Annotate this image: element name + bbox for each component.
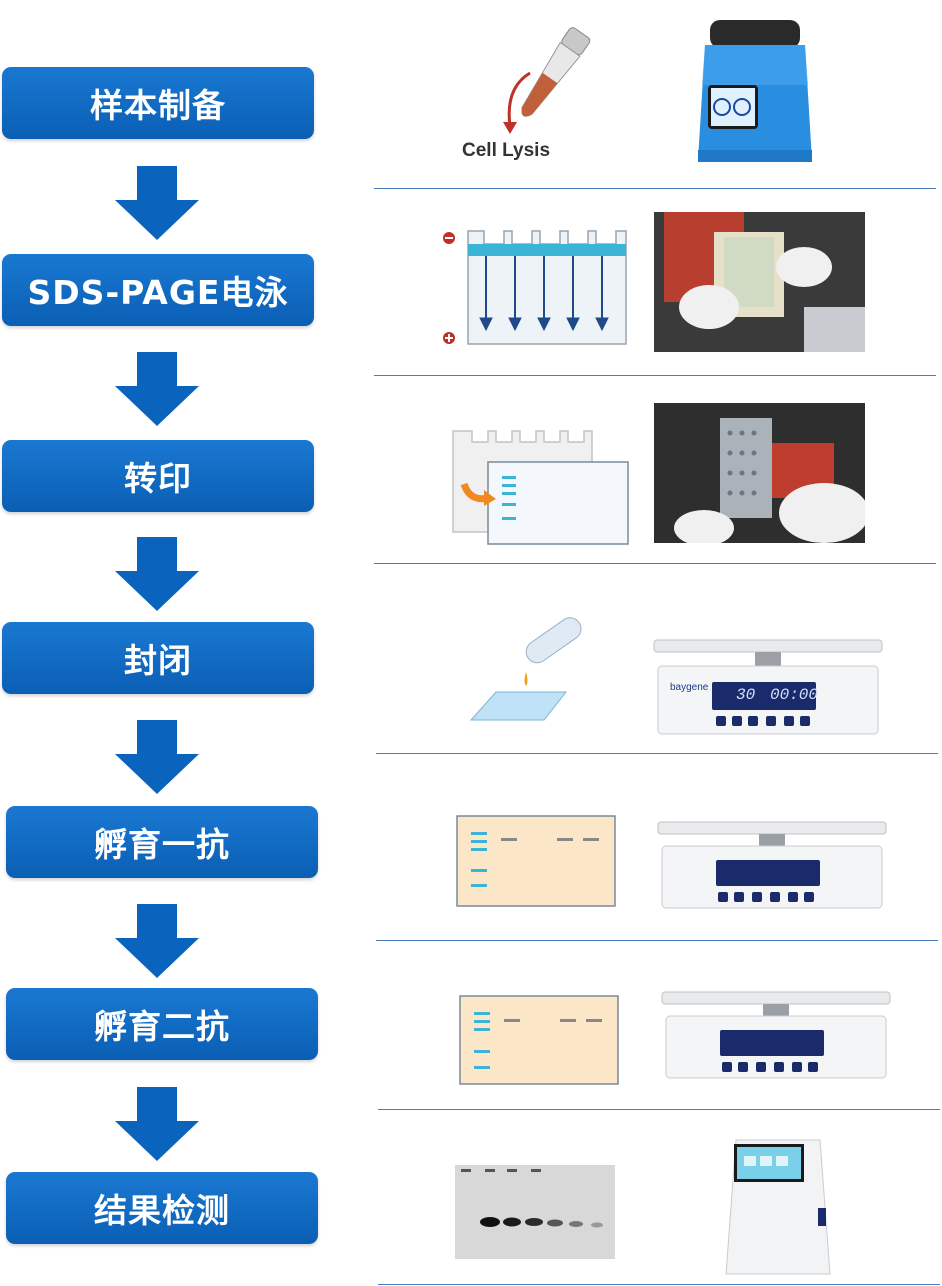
step-label: 样本制备 bbox=[90, 86, 226, 125]
row-divider bbox=[378, 1284, 940, 1285]
lysis-tube-icon bbox=[503, 27, 591, 134]
step-secondary-antibody: 孵育二抗 bbox=[6, 988, 318, 1060]
western-blot-result bbox=[455, 1165, 615, 1259]
electrophoresis-photo bbox=[654, 212, 865, 352]
shaker-device-icon bbox=[661, 991, 891, 1079]
membrane-primary-diagram bbox=[456, 815, 616, 907]
shaker-device-icon bbox=[657, 821, 887, 909]
homogenizer-device-icon bbox=[698, 20, 812, 162]
step-label: 转印 bbox=[124, 459, 192, 498]
shaker-time-readout: 00:00 bbox=[770, 686, 819, 704]
row-divider bbox=[374, 188, 936, 189]
step-blocking: 封闭 bbox=[2, 622, 314, 694]
down-arrow-icon bbox=[115, 537, 199, 611]
step-label: 孵育一抗 bbox=[94, 825, 230, 864]
row-divider bbox=[378, 1109, 940, 1110]
blocking-diagram bbox=[469, 617, 582, 721]
down-arrow-icon bbox=[115, 166, 199, 240]
down-arrow-icon bbox=[115, 352, 199, 426]
down-arrow-icon bbox=[115, 904, 199, 978]
shaker-brand: baygene bbox=[670, 682, 709, 693]
transfer-photo bbox=[654, 403, 865, 543]
shaker-device-icon bbox=[653, 639, 883, 735]
down-arrow-icon bbox=[115, 1087, 199, 1161]
step-label: 结果检测 bbox=[94, 1191, 230, 1230]
imaging-system-icon bbox=[725, 1139, 831, 1275]
step-label: 封闭 bbox=[124, 641, 192, 680]
row-divider bbox=[374, 375, 936, 376]
step-detection: 结果检测 bbox=[6, 1172, 318, 1244]
step-label: 孵育二抗 bbox=[94, 1007, 230, 1046]
step-sds-page: SDS-PAGE电泳 bbox=[2, 254, 314, 326]
step-label: SDS-PAGE电泳 bbox=[27, 273, 289, 312]
cell-lysis-label: Cell Lysis bbox=[462, 140, 551, 161]
row-divider bbox=[374, 563, 936, 564]
down-arrow-icon bbox=[115, 720, 199, 794]
step-transfer: 转印 bbox=[2, 440, 314, 512]
membrane-secondary-diagram bbox=[459, 995, 619, 1085]
row-divider bbox=[376, 940, 938, 941]
shaker-speed-readout: 30 bbox=[736, 686, 756, 704]
transfer-diagram bbox=[452, 430, 629, 545]
electrophoresis-diagram bbox=[443, 230, 627, 345]
step-sample-prep: 样本制备 bbox=[2, 67, 314, 139]
step-primary-antibody: 孵育一抗 bbox=[6, 806, 318, 878]
row-divider bbox=[376, 753, 938, 754]
